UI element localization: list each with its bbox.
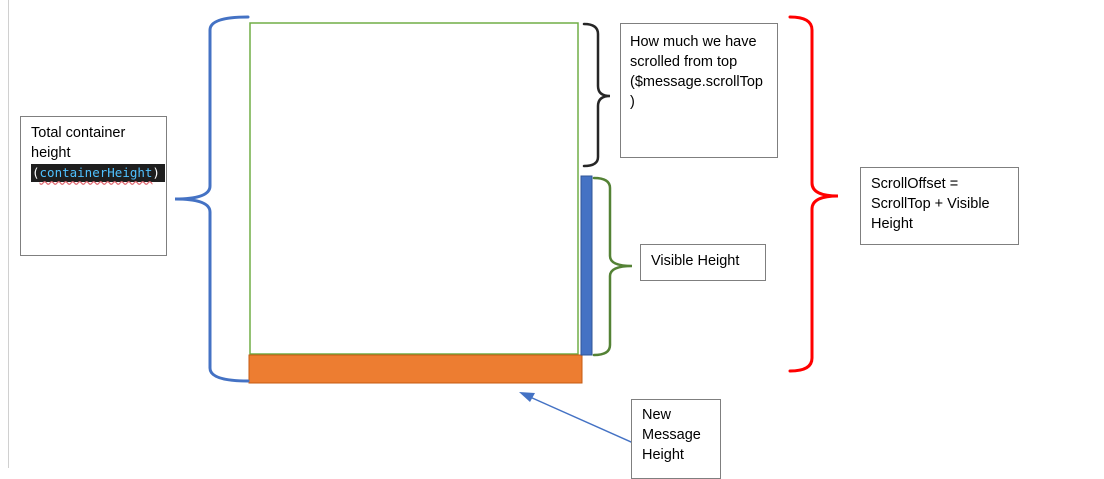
- scroll-offset-brace: [788, 15, 839, 373]
- container-height-code: (containerHeight): [31, 164, 165, 182]
- scroll-offset-line1: ScrollOffset =: [871, 176, 959, 192]
- visible-height-brace: [592, 176, 633, 357]
- scroll-top-label-box: How much we have scrolled from top ($mes…: [620, 23, 778, 158]
- code-close-paren: ): [152, 165, 160, 180]
- new-message-line1: New: [642, 407, 672, 423]
- scroll-offset-label-box: ScrollOffset = ScrollTop + Visible Heigh…: [860, 167, 1019, 245]
- scroll-offset-line3: Height: [871, 216, 913, 232]
- scroll-diagram: [174, 15, 839, 447]
- scroll-top-line2: scrolled from top: [630, 54, 738, 70]
- scroll-top-line4: ): [630, 94, 635, 110]
- total-height-line1: Total container: [31, 125, 126, 141]
- scroll-offset-line2: ScrollTop + Visible: [871, 196, 990, 212]
- visible-height-line1: Visible Height: [651, 253, 740, 269]
- total-height-label-box: Total container height (containerHeight): [20, 116, 167, 256]
- total-height-line2: height: [31, 145, 71, 161]
- new-message-arrow: [529, 396, 641, 447]
- scrollbar-rect: [580, 175, 593, 356]
- new-message-line3: Height: [642, 447, 684, 463]
- code-identifier: containerHeight: [39, 165, 153, 180]
- new-message-label-box: New Message Height: [631, 399, 721, 479]
- scroll-container-rect: [249, 22, 579, 355]
- total-height-brace: [174, 15, 250, 383]
- code-open-paren: (: [32, 165, 40, 180]
- scroll-top-line1: How much we have: [630, 34, 757, 50]
- new-message-line2: Message: [642, 427, 701, 443]
- scroll-top-brace: [582, 22, 611, 168]
- page-edge-line: [8, 0, 9, 468]
- new-message-rect: [248, 354, 583, 384]
- scroll-top-line3: ($message.scrollTop: [630, 74, 763, 90]
- visible-height-label-box: Visible Height: [640, 244, 766, 281]
- arrow-head-icon: [519, 392, 535, 402]
